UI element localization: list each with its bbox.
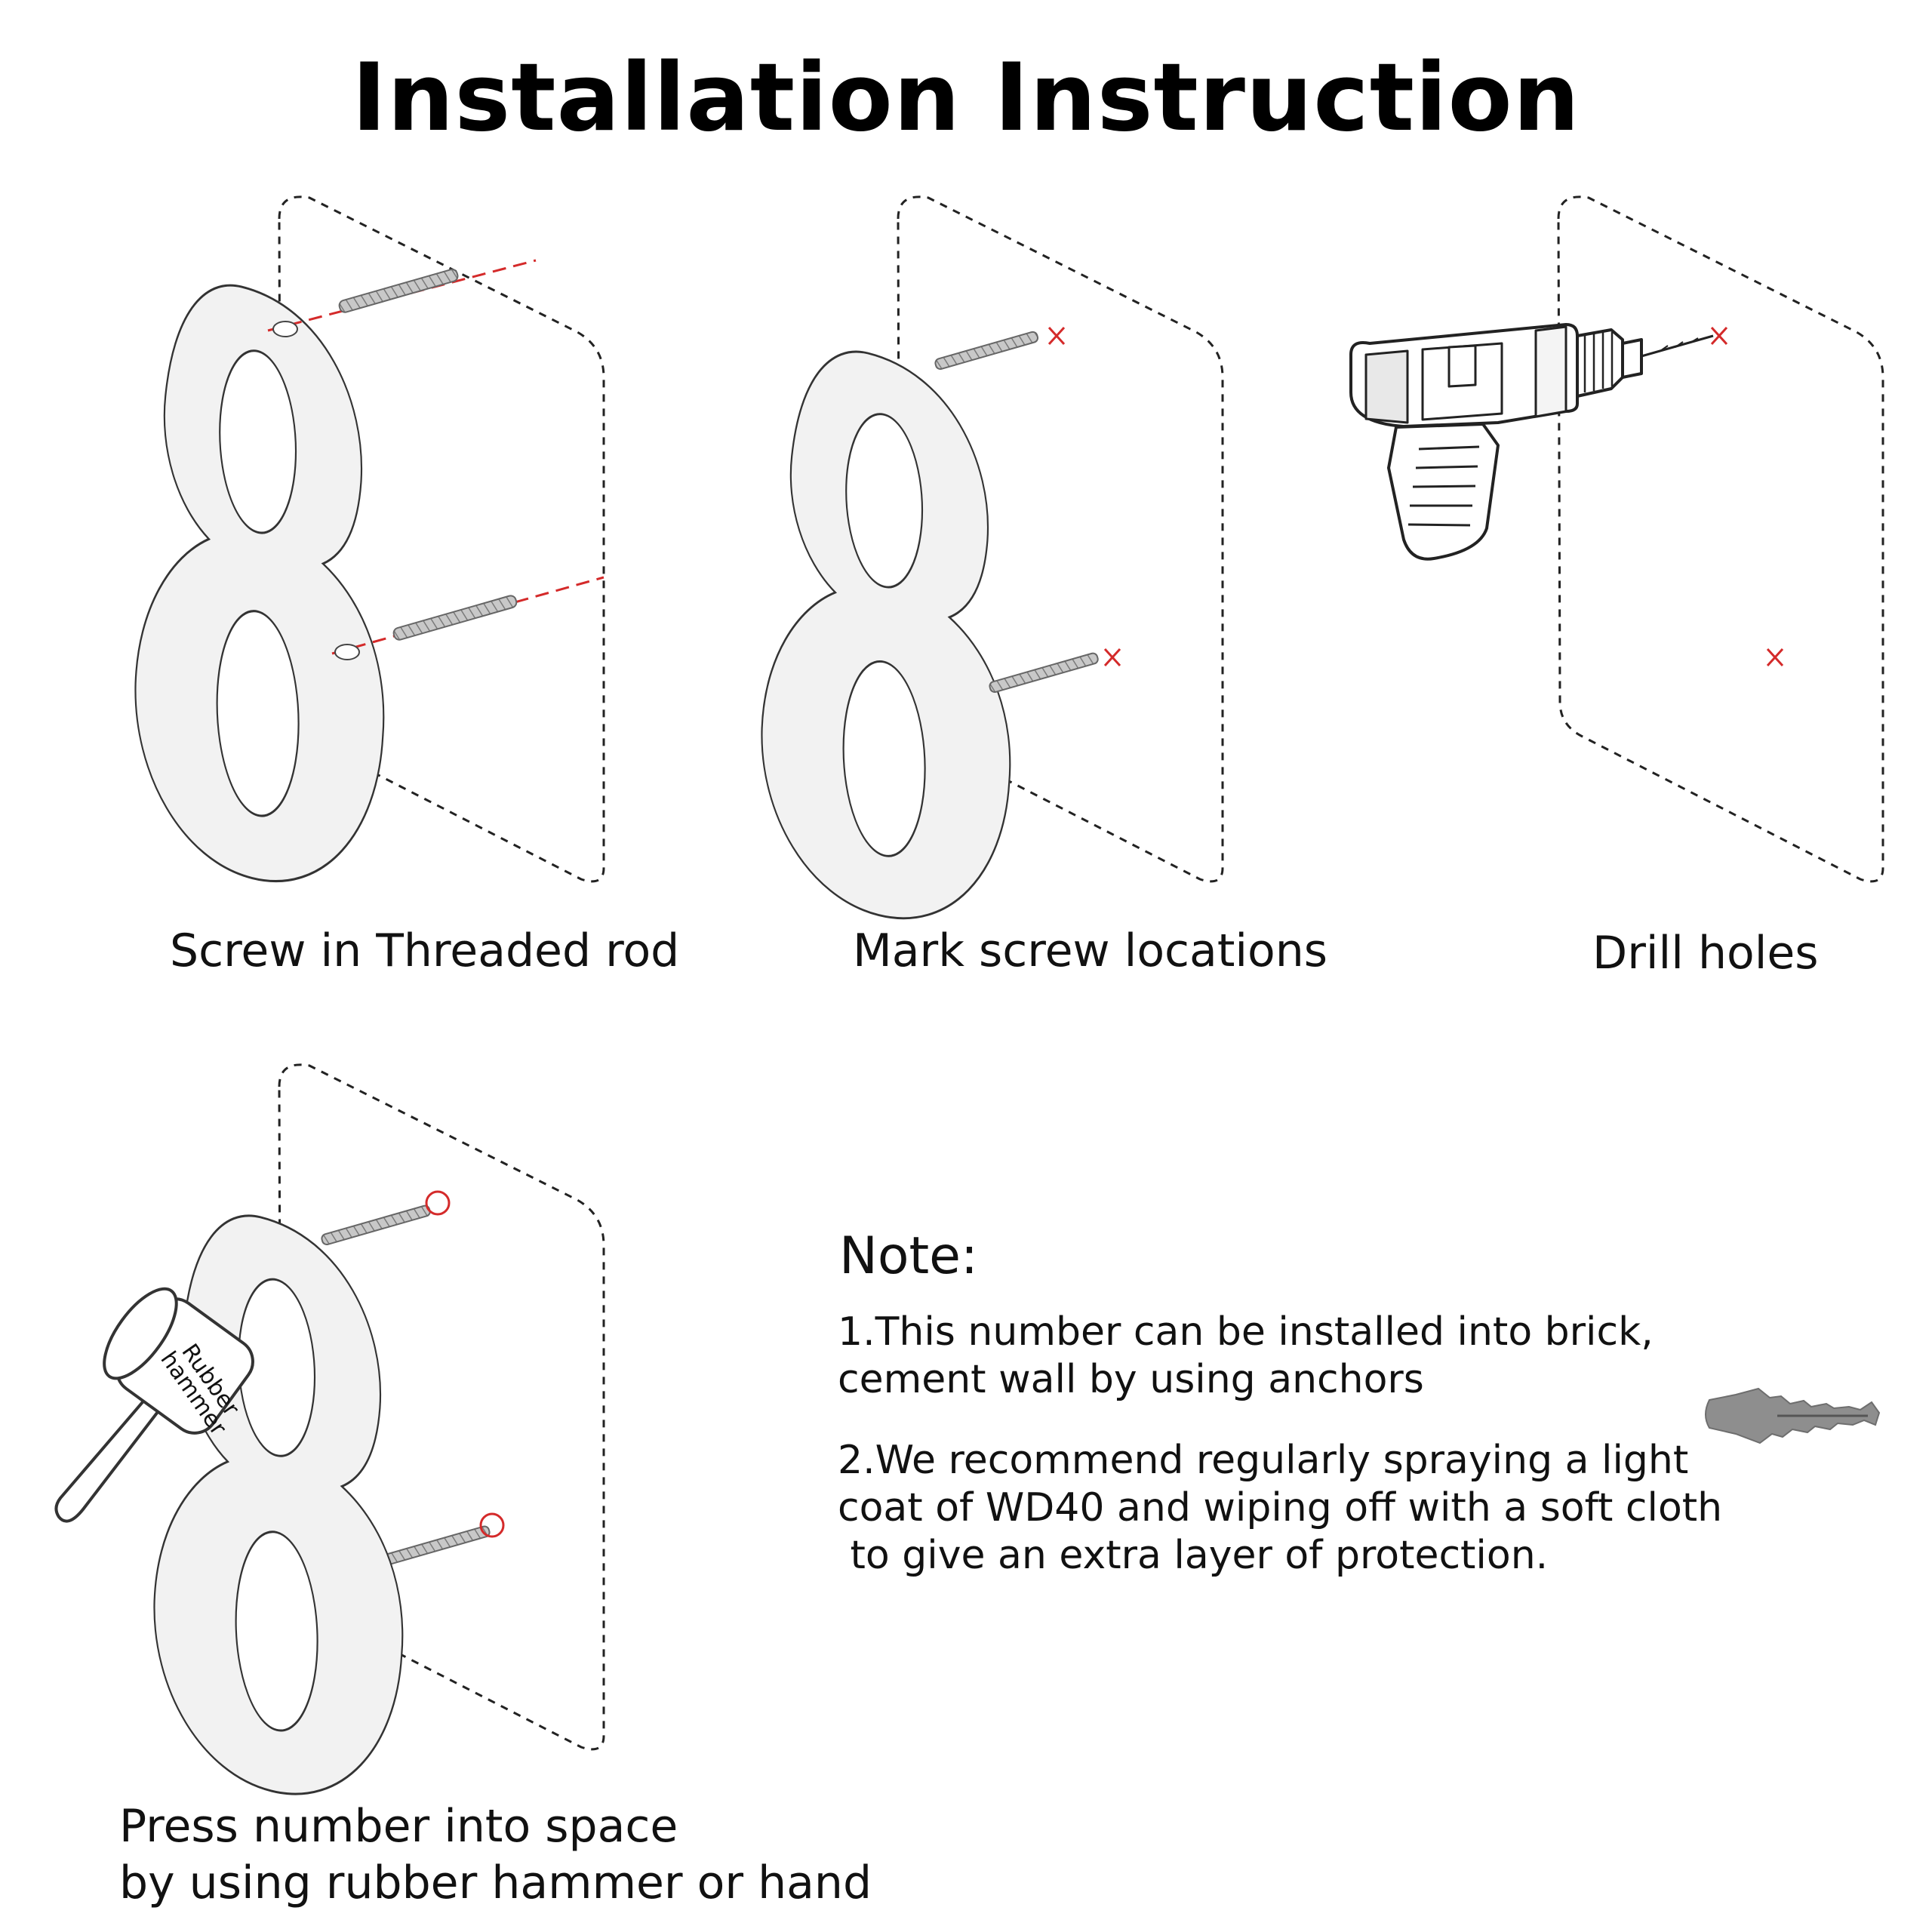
- house-number-eight-icon: [134, 259, 385, 912]
- threaded-rod-icon: [392, 595, 518, 641]
- threaded-rod-icon: [377, 1525, 491, 1567]
- note-item2-line3: to give an extra layer of protection.: [838, 1533, 1549, 1578]
- note-item2-line2: coat of WD40 and wiping off with a soft …: [838, 1485, 1723, 1531]
- mark-x-icon: [1710, 326, 1784, 667]
- step2-figure: [761, 195, 1224, 949]
- hole-marker-icon: [479, 1512, 505, 1538]
- threaded-rod-icon: [321, 1204, 431, 1246]
- hole-marker-icon: [425, 1190, 451, 1216]
- step3-caption: Drill holes: [1592, 927, 1819, 980]
- wall-anchor-icon: [1705, 1387, 1881, 1444]
- page-title: Installation Instruction: [352, 44, 1580, 152]
- note-heading: Note:: [839, 1226, 978, 1286]
- step1-figure: [134, 195, 605, 912]
- note-item1-line2: cement wall by using anchors: [838, 1357, 1424, 1402]
- threaded-rod-icon: [989, 652, 1099, 694]
- step4-caption-line1: Press number into space: [119, 1800, 678, 1853]
- step4-caption-line2: by using rubber hammer or hand: [119, 1857, 872, 1909]
- step2-caption: Mark screw locations: [853, 924, 1328, 977]
- mark-x-icon: [1048, 326, 1121, 667]
- threaded-rod-icon: [338, 269, 459, 313]
- step3-figure: [1349, 195, 1884, 883]
- step1-caption: Screw in Threaded rod: [170, 924, 680, 977]
- house-number-eight-icon: [152, 1189, 404, 1825]
- note-item1-line1: 1.This number can be installed into bric…: [838, 1309, 1654, 1355]
- rubber-hammer-icon: Rubber hammer: [54, 1287, 254, 1523]
- drill-icon: [1349, 323, 1714, 561]
- wall-outline: [1557, 195, 1884, 883]
- step4-figure: Rubber hammer: [54, 1063, 605, 1825]
- house-number-eight-icon: [761, 325, 1011, 949]
- threaded-rod-icon: [934, 331, 1039, 371]
- note-item2-line1: 2.We recommend regularly spraying a ligh…: [838, 1438, 1689, 1483]
